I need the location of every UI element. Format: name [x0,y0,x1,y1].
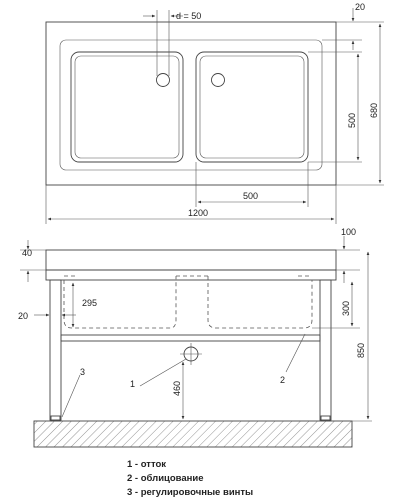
total-width-dim-label: 1200 [188,208,208,218]
callout-3: 3 [80,367,85,377]
total-height-front-dim-label: 850 [356,343,366,358]
drain-diameter-label: d = 50 [176,11,201,21]
drain-height-dim-label: 460 [172,381,182,396]
right-bowl-inner [199,55,305,159]
sink-rim-outline [59,39,323,171]
front-view: 40 100 295 20 300 850 460 1 2 3 [18,227,372,448]
floor-hatched [33,420,353,448]
legend-item-2: 2 - облицование [127,473,204,484]
front-right-bowl-hidden [207,276,313,329]
front-right-leg [319,279,332,421]
callout-2: 2 [280,375,285,385]
left-bowl [70,51,184,163]
bowl-outer-dim-label: 300 [341,301,351,316]
top-edge-dim-label: 20 [355,2,365,12]
sink-top-outline [45,21,337,186]
top-view: d = 50 20 500 680 500 1200 [45,2,384,224]
front-left-leg [49,279,62,421]
front-worktop [45,249,337,271]
worktop-thickness-dim-label: 40 [22,248,32,258]
legend: 1 - отток 2 - облицование 3 - регулирово… [127,459,253,498]
bowl-width-dim-label: 500 [243,191,258,201]
legend-item-3: 3 - регулировочные винты [127,487,253,498]
bowl-depth-dim-label: 295 [82,298,97,308]
left-drain-hole [156,73,170,87]
front-apron [45,269,337,281]
right-drain-hole [211,73,225,87]
right-bowl [195,51,309,163]
front-left-bowl-hidden [63,276,177,329]
bowl-height-dim-label: 500 [347,113,357,128]
front-crossbar [60,334,321,342]
legend-item-1: 1 - отток [127,459,166,470]
side-gap-dim-label: 20 [18,311,28,321]
left-bowl-inner [74,55,180,159]
callout-1: 1 [130,379,135,389]
total-height-dim-label: 680 [369,103,379,118]
overhang-dim-label: 100 [341,227,356,237]
